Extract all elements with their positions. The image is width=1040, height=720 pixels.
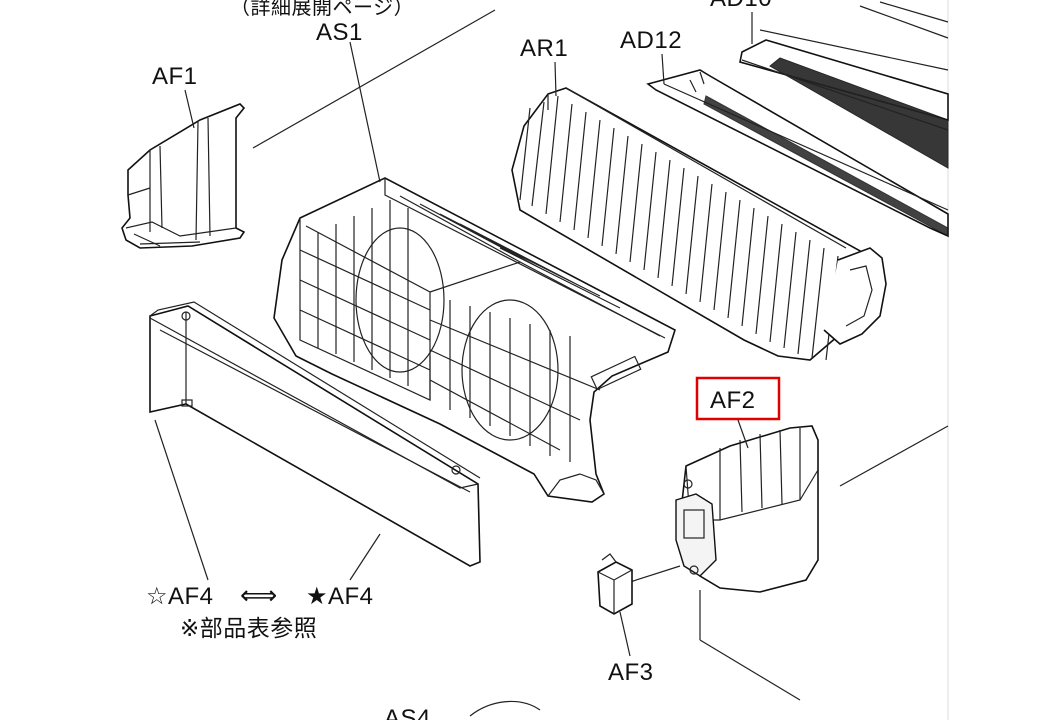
as1-leader (349, 41, 381, 183)
af2-highlight-box (695, 376, 781, 421)
af3-leader (619, 611, 631, 657)
af4-left-leader (154, 419, 209, 581)
ad12-leader (661, 53, 665, 85)
af3-connector (629, 565, 681, 583)
af4-left-label: ☆AF4 (146, 583, 214, 610)
af2-down-diagonal (699, 639, 801, 701)
af2-part (675, 425, 819, 593)
af3-part (597, 553, 633, 615)
af1-part (121, 103, 246, 249)
as1-label: AS1 (316, 19, 363, 46)
ad10-partial-part (739, 1, 949, 169)
af2-leader (737, 419, 749, 449)
reference-line-right (839, 425, 949, 487)
ad12-part (646, 69, 949, 238)
af4-part (149, 301, 481, 567)
af4-arrow: ⟺ (240, 580, 278, 610)
as4-partial-curve (469, 700, 541, 717)
as4-partial-label: AS4 (384, 705, 431, 720)
ar1-part (511, 87, 887, 361)
ad12-label: AD12 (620, 27, 682, 54)
af2-label: AF2 (710, 387, 756, 414)
reference-line-top (252, 9, 496, 149)
top-partial-caption: （詳細展開ページ） (230, 0, 414, 19)
ar1-leader (554, 61, 557, 97)
af4-right-leader (349, 533, 381, 581)
as1-part (273, 177, 676, 503)
af3-label: AF3 (608, 659, 654, 686)
af1-label: AF1 (152, 63, 198, 90)
ad10-partial-label: AD10 (710, 0, 772, 12)
parts-table-note: ※部品表参照 (180, 615, 317, 641)
af1-leader (184, 89, 195, 129)
ar1-label: AR1 (520, 35, 568, 62)
af4-right-label: ★AF4 (306, 583, 374, 610)
